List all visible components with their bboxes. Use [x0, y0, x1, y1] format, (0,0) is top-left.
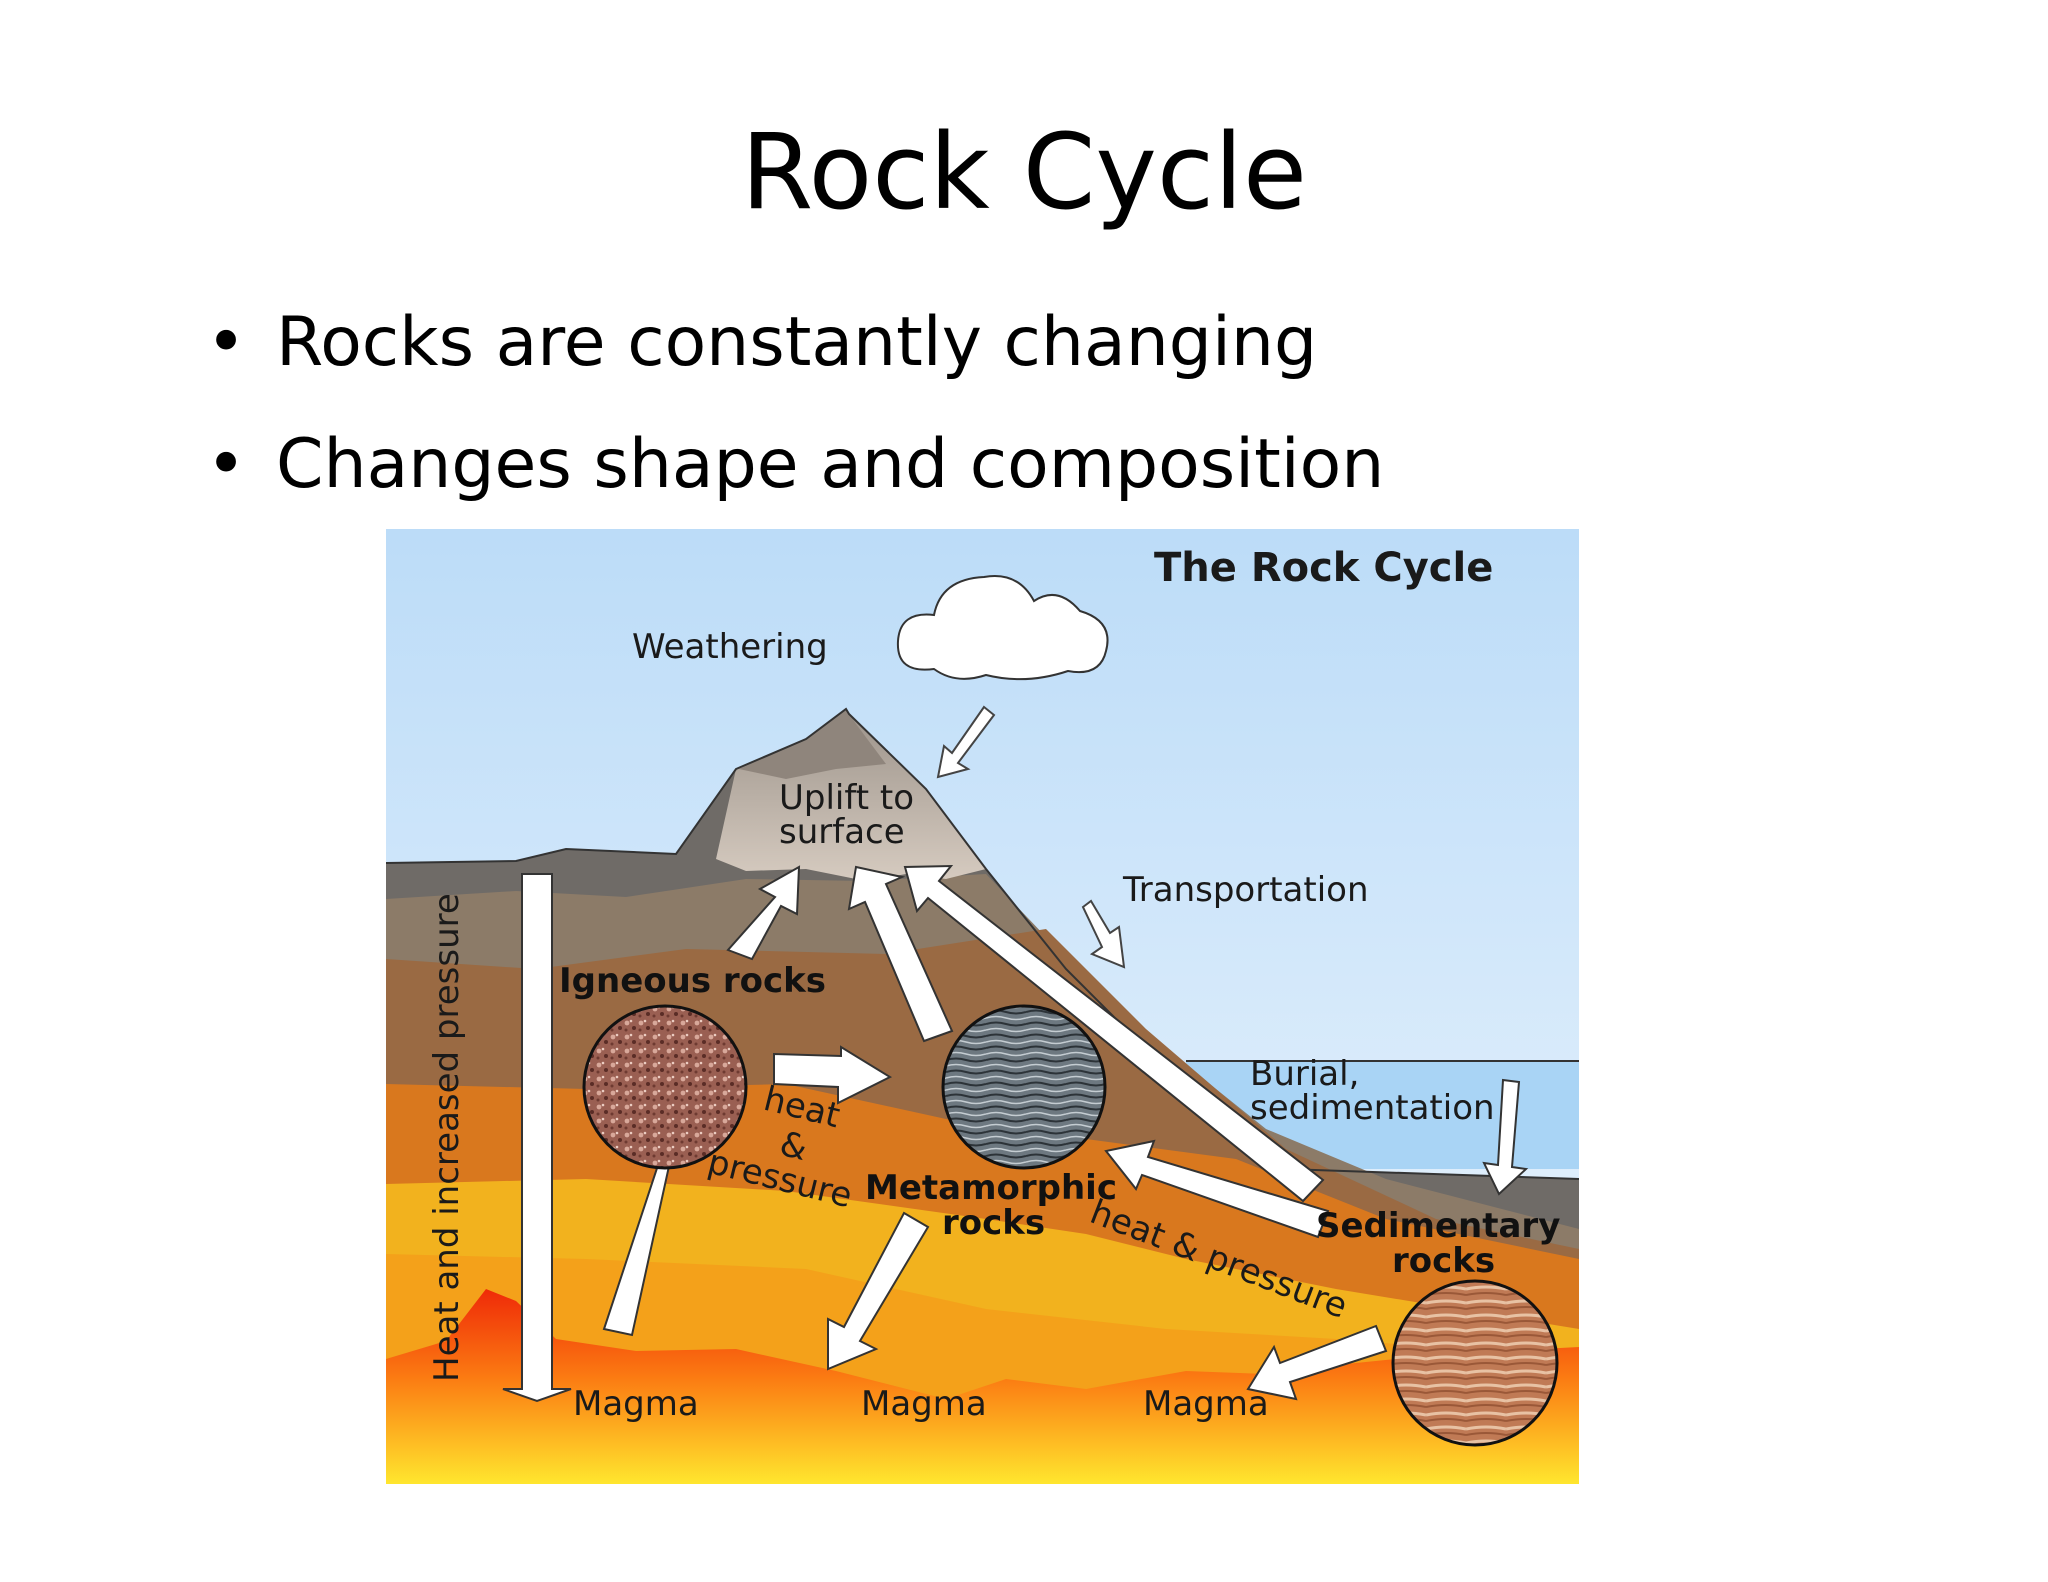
igneous-rock-sample	[582, 1004, 748, 1170]
magma-label-3: Magma	[1143, 1384, 1269, 1424]
bullet-text: Rocks are constantly changing	[276, 303, 1318, 382]
diagram-title: The Rock Cycle	[1154, 545, 1493, 591]
igneous-uplift-arrow-icon	[726, 865, 801, 961]
metamorphic-uplift-arrow-icon	[847, 865, 954, 1043]
burial-label-line2: sedimentation	[1250, 1088, 1495, 1128]
metamorphic-to-magma-arrow-icon	[827, 1211, 930, 1371]
sedimentary-uplift-arrow-icon	[903, 864, 1325, 1203]
rock-cycle-diagram: The Rock Cycle Weathering Uplift to surf…	[386, 529, 1579, 1484]
magma-label-1: Magma	[573, 1384, 699, 1424]
bullet-dot-icon: •	[206, 303, 247, 382]
sedimentary-rocks-label-line2: rocks	[1392, 1241, 1495, 1281]
sedimentary-to-metamorphic-arrow-icon	[1104, 1139, 1330, 1239]
burial-arrow-icon	[1482, 1078, 1529, 1196]
bullet-item: • Rocks are constantly changing	[200, 282, 1384, 404]
magma-label-2: Magma	[861, 1384, 987, 1424]
rock-cycle-svg: The Rock Cycle Weathering Uplift to surf…	[386, 529, 1579, 1484]
metamorphic-rocks-label-line2: rocks	[942, 1203, 1045, 1243]
slide-title: Rock Cycle	[741, 111, 1307, 233]
uplift-label-line2: surface	[779, 812, 905, 852]
transportation-arrow-icon	[1081, 899, 1126, 969]
heat-pressure-down-arrow-icon	[502, 873, 572, 1403]
sedimentary-rock-sample	[1391, 1279, 1559, 1447]
bullet-text: Changes shape and composition	[276, 425, 1385, 504]
sedimentary-to-magma-arrow-icon	[1246, 1324, 1388, 1401]
igneous-rocks-label: Igneous rocks	[559, 961, 826, 1001]
metamorphic-rocks-label-line1: Metamorphic	[865, 1168, 1117, 1208]
weathering-label: Weathering	[632, 627, 828, 667]
metamorphic-rock-sample	[941, 1004, 1107, 1170]
bullet-dot-icon: •	[206, 425, 247, 504]
heat-increased-pressure-label: Heat and increased pressure	[427, 893, 467, 1382]
magma-layer	[386, 1289, 1579, 1484]
uplift-label-line1: Uplift to	[779, 778, 914, 818]
burial-label-line1: Burial,	[1250, 1054, 1359, 1094]
weathering-arrow-icon	[936, 705, 996, 779]
cloud-icon	[896, 575, 1109, 681]
transportation-label: Transportation	[1122, 870, 1369, 910]
sedimentary-rocks-label-line1: Sedimentary	[1316, 1206, 1560, 1246]
igneous-to-metamorphic-arrow-icon	[773, 1045, 893, 1105]
bullet-list: • Rocks are constantly changing • Changes …	[200, 282, 1384, 526]
bullet-item: • Changes shape and composition	[200, 404, 1384, 526]
